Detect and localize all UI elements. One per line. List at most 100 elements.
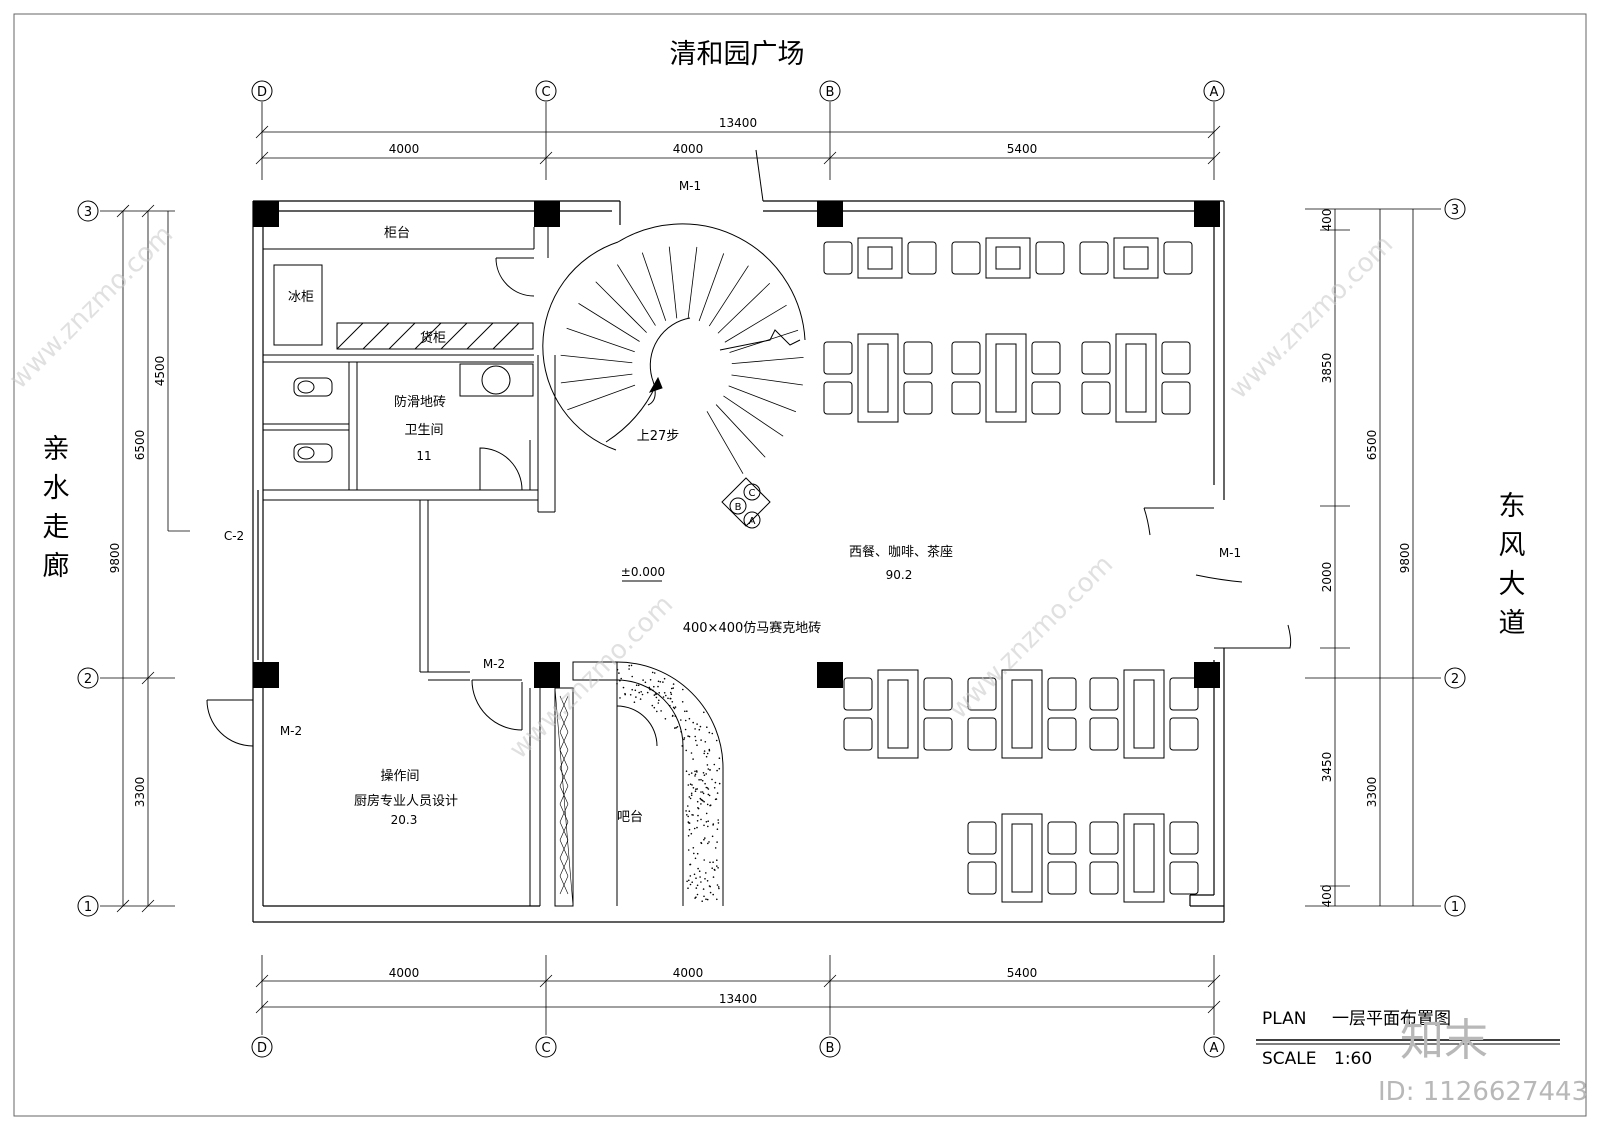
bar-texture-dot bbox=[696, 893, 699, 896]
bar-texture-dot bbox=[708, 794, 711, 797]
square-table bbox=[857, 237, 903, 279]
bar-texture-dot bbox=[624, 693, 626, 696]
bottom-grid-bubbles bbox=[251, 1036, 1225, 1058]
bar-texture-dot bbox=[690, 792, 693, 795]
bar-texture-dot bbox=[716, 841, 718, 843]
watermark: www.znzmo.com www.znzmo.com www.znzmo.co… bbox=[4, 220, 1588, 1107]
bar-texture-dot bbox=[688, 735, 691, 738]
bar-texture-dot bbox=[640, 691, 642, 693]
chair bbox=[951, 241, 981, 275]
bar-texture-dot bbox=[685, 749, 687, 752]
bar-texture-dot bbox=[688, 796, 691, 798]
watermark-brand: 知末 bbox=[1400, 1015, 1488, 1066]
bar-texture-dot bbox=[628, 668, 630, 670]
bar-texture-dot bbox=[700, 803, 702, 805]
bottom-grid-lines bbox=[255, 955, 1221, 1035]
chair bbox=[907, 241, 937, 275]
bar-top-texture bbox=[616, 664, 721, 902]
title-top: 清和园广场 bbox=[670, 39, 805, 70]
structural-columns bbox=[253, 201, 1220, 688]
chair bbox=[923, 717, 953, 751]
bar-texture-dot bbox=[694, 857, 697, 860]
bar-texture-dot bbox=[703, 750, 706, 752]
bar-texture-dot bbox=[709, 804, 712, 806]
stair-tread bbox=[715, 404, 766, 458]
bar-texture-dot bbox=[671, 701, 674, 703]
label-kitchen-area: 20.3 bbox=[391, 813, 418, 827]
bar-texture-dot bbox=[704, 878, 706, 880]
bar-texture-dot bbox=[709, 769, 711, 771]
bar-texture-dot bbox=[655, 693, 657, 696]
bar-texture-dot bbox=[702, 799, 704, 802]
bar-texture-dot bbox=[662, 696, 665, 698]
bar-texture-dot bbox=[635, 684, 638, 686]
dim-right-inner-3: 2000 bbox=[1320, 562, 1334, 593]
bar-texture-dot bbox=[707, 793, 710, 796]
stair-tread bbox=[560, 373, 633, 384]
right-door-lower bbox=[1214, 624, 1292, 649]
bar-texture-dot bbox=[690, 832, 693, 835]
bar-texture-dot bbox=[694, 773, 697, 776]
title-left-3: 走 bbox=[43, 512, 70, 543]
bar-texture-dot bbox=[658, 692, 660, 694]
section-index-symbol bbox=[721, 477, 771, 529]
bar-texture-dot bbox=[619, 697, 621, 699]
bar-texture-dot bbox=[702, 772, 705, 774]
chair bbox=[923, 677, 953, 711]
bar-texture-dot bbox=[708, 749, 711, 752]
title-block-plan-label: PLAN bbox=[1262, 1009, 1306, 1029]
bar-texture-dot bbox=[660, 710, 662, 712]
bar-texture-dot bbox=[669, 691, 672, 694]
bar-texture-dot bbox=[690, 772, 693, 774]
long-table bbox=[1123, 669, 1165, 759]
bar-texture-dot bbox=[708, 731, 711, 734]
bar-texture-dot bbox=[694, 770, 696, 773]
table-top-inset bbox=[1123, 246, 1149, 270]
chair bbox=[903, 341, 933, 375]
bar-texture-dot bbox=[690, 794, 693, 796]
long-table bbox=[877, 669, 919, 759]
chair bbox=[1089, 717, 1119, 751]
chair bbox=[1161, 341, 1191, 375]
dim-right-total: 9800 bbox=[1398, 543, 1412, 574]
toilet-door-swing bbox=[479, 440, 531, 491]
bar-texture-dot bbox=[693, 852, 695, 855]
bar-texture-dot bbox=[706, 803, 709, 806]
square-table bbox=[1113, 237, 1159, 279]
bar-texture-dot bbox=[683, 738, 685, 741]
chair bbox=[843, 717, 873, 751]
stair-tread bbox=[567, 384, 636, 411]
bar-texture-dot bbox=[704, 741, 707, 743]
bar-texture-dot bbox=[704, 782, 706, 785]
grid-label-top-b: B bbox=[826, 85, 835, 100]
bar-texture-dot bbox=[698, 728, 701, 731]
bar-texture-dot bbox=[699, 797, 702, 800]
bar-texture-dot bbox=[703, 800, 705, 803]
bar-texture-dot bbox=[695, 739, 697, 742]
bar-texture-dot bbox=[663, 692, 666, 694]
bar-texture-dot bbox=[705, 898, 707, 900]
chair bbox=[1089, 861, 1119, 895]
bar-texture-dot bbox=[690, 752, 693, 754]
bar-texture-dot bbox=[705, 773, 707, 775]
bar-texture-dot bbox=[686, 710, 688, 712]
grid-label-right-1: 1 bbox=[1451, 900, 1459, 915]
bar-texture-dot bbox=[705, 755, 708, 758]
bar-texture-dot bbox=[630, 664, 633, 667]
bar-texture-dot bbox=[715, 798, 718, 800]
label-shelf: 货柜 bbox=[420, 330, 446, 346]
chair bbox=[823, 341, 853, 375]
bar-texture-dot bbox=[648, 686, 651, 689]
bar-texture-dot bbox=[674, 715, 677, 717]
top-grid-bubbles bbox=[251, 80, 1225, 102]
grid-label-top-d: D bbox=[257, 85, 267, 100]
bar-texture-dot bbox=[642, 679, 644, 681]
bar-texture-dot bbox=[706, 726, 708, 728]
dim-bottom-total: 13400 bbox=[719, 992, 757, 1006]
grid-label-bottom-c: C bbox=[541, 1041, 550, 1056]
chair bbox=[1047, 717, 1077, 751]
chair bbox=[951, 341, 981, 375]
bar-texture-dot bbox=[616, 668, 619, 671]
bar-texture-dot bbox=[687, 784, 690, 786]
